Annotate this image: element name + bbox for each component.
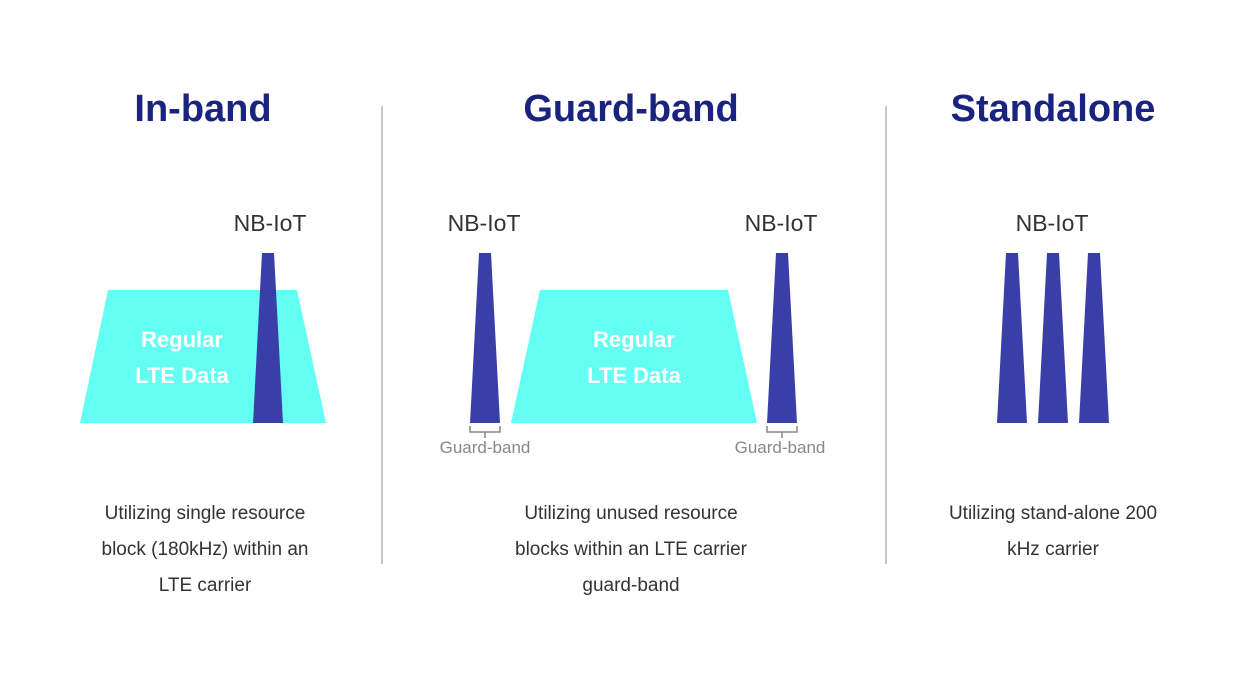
guardband-nbiot-label-right: NB-IoT bbox=[744, 210, 818, 236]
inband-description: Utilizing single resource block (180kHz)… bbox=[55, 496, 355, 604]
inband-description-line2: block (180kHz) within an bbox=[101, 539, 309, 560]
guardband-title: Guard-band bbox=[523, 88, 739, 130]
standalone-nbiot-carrier-2 bbox=[1038, 253, 1068, 423]
standalone-nbiot-label: NB-IoT bbox=[1015, 210, 1089, 236]
guardband-lte-carrier bbox=[511, 290, 757, 423]
inband-nbiot-label: NB-IoT bbox=[233, 210, 307, 236]
divider-left bbox=[381, 106, 383, 564]
inband-description-line3: LTE carrier bbox=[158, 575, 252, 596]
guardband-lte-label: Regular LTE Data bbox=[554, 322, 714, 394]
divider-right bbox=[885, 106, 887, 564]
guardband-lte-label-line1: Regular bbox=[593, 327, 675, 352]
inband-lte-label: Regular LTE Data bbox=[102, 322, 262, 394]
standalone-description: Utilizing stand-alone 200 kHz carrier bbox=[903, 496, 1203, 568]
inband-title: In-band bbox=[134, 88, 272, 130]
guardband-nbiot-label-left: NB-IoT bbox=[447, 210, 521, 236]
standalone-title: Standalone bbox=[950, 88, 1156, 130]
guardband-description-line2: blocks within an LTE carrier bbox=[515, 539, 747, 560]
guardband-description: Utilizing unused resource blocks within … bbox=[476, 496, 786, 604]
guard-bracket-left bbox=[469, 426, 501, 438]
standalone-nbiot-carrier-3 bbox=[1079, 253, 1109, 423]
standalone-description-line2: kHz carrier bbox=[1007, 539, 1099, 560]
guardband-nbiot-carrier-left bbox=[470, 253, 500, 423]
guard-bracket-right bbox=[766, 426, 798, 438]
guardband-lte-label-line2: LTE Data bbox=[587, 363, 681, 388]
standalone-description-line1: Utilizing stand-alone 200 bbox=[948, 503, 1158, 524]
guardband-nbiot-carrier-right bbox=[767, 253, 797, 423]
inband-lte-label-line1: Regular bbox=[141, 327, 223, 352]
inband-nbiot-carrier bbox=[253, 253, 283, 423]
standalone-nbiot-carrier-1 bbox=[997, 253, 1027, 423]
guardband-guard-label-right: Guard-band bbox=[734, 438, 826, 457]
inband-description-line1: Utilizing single resource bbox=[104, 503, 306, 524]
guardband-description-line3: guard-band bbox=[582, 575, 680, 596]
guardband-description-line1: Utilizing unused resource bbox=[524, 503, 738, 524]
guardband-guard-label-left: Guard-band bbox=[439, 438, 531, 457]
inband-lte-label-line2: LTE Data bbox=[135, 363, 229, 388]
